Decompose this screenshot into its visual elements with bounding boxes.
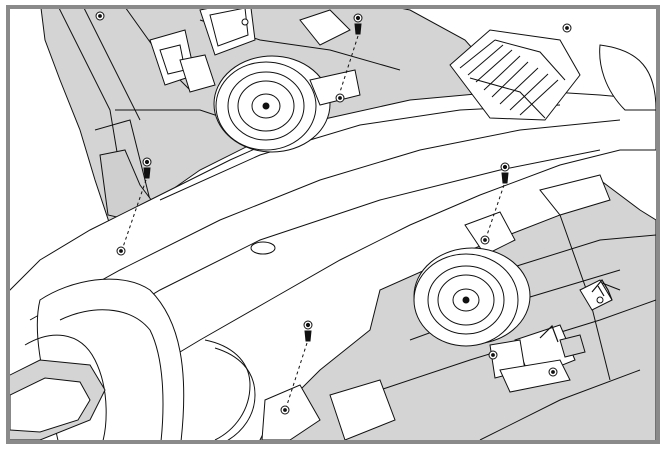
gear-struts xyxy=(179,54,571,393)
servo-linkage-icon xyxy=(539,278,621,343)
landing-wheel-icon xyxy=(413,247,531,347)
mounting-screw-icon xyxy=(121,157,152,251)
vent-grille xyxy=(449,29,656,121)
mounting-screw-icon xyxy=(339,13,363,93)
screw-holes xyxy=(95,11,604,415)
mounting-screw-icon xyxy=(485,162,510,239)
fuselage xyxy=(10,89,656,440)
landing-wheel-icon xyxy=(213,55,331,153)
mounting-screw-icon xyxy=(285,320,313,409)
figure-frame xyxy=(6,5,660,444)
